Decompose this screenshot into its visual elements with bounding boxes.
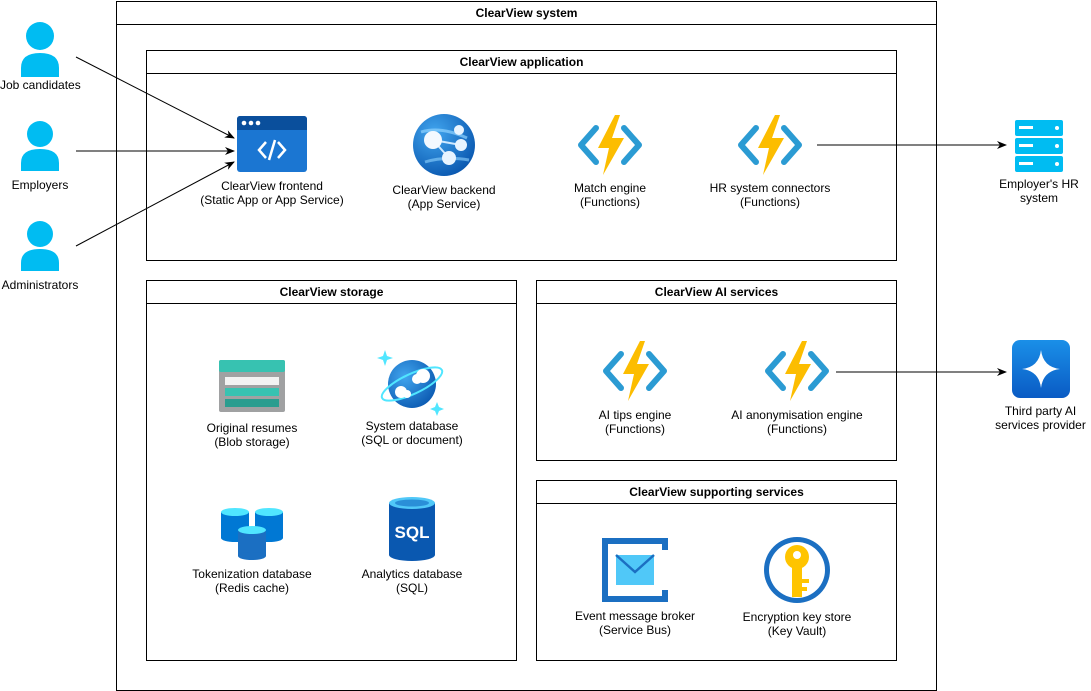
node-sublabel: (Blob storage)	[214, 435, 290, 449]
application-title: ClearView application	[147, 51, 896, 74]
node-label: Event message broker	[574, 609, 696, 623]
node-label: Original resumes	[206, 421, 298, 435]
system-title: ClearView system	[117, 2, 936, 25]
key-vault-icon	[764, 537, 830, 603]
svg-text:SQL: SQL	[395, 523, 430, 542]
node-label: ClearView backend	[392, 183, 496, 197]
service-bus-icon	[602, 538, 668, 602]
actor-label: Job candidates	[0, 78, 81, 92]
user-icon	[21, 121, 59, 171]
actor-label: Employers	[11, 178, 69, 192]
node-label: HR system connectors	[709, 181, 831, 195]
clearview-ai-services-box: ClearView AI services	[536, 280, 897, 461]
analytics-database: SQL Analytics database (SQL)	[342, 496, 482, 595]
storage-title: ClearView storage	[147, 281, 516, 304]
tokenization-database: Tokenization database (Redis cache)	[182, 506, 322, 595]
system-database: System database (SQL or document)	[342, 348, 482, 447]
ai-services-icon	[1011, 340, 1070, 398]
node-label: AI tips engine	[598, 408, 672, 422]
node-label: ClearView frontend	[221, 179, 323, 193]
sql-database-icon: SQL	[389, 497, 435, 561]
clearview-storage-box: ClearView storage	[146, 280, 517, 661]
azure-functions-icon	[578, 115, 642, 175]
user-icon	[21, 221, 59, 271]
azure-functions-icon	[738, 115, 802, 175]
encryption-key-store: Encryption key store (Key Vault)	[727, 535, 867, 638]
node-sublabel: (Functions)	[739, 195, 801, 209]
ai-anonymisation-engine: AI anonymisation engine (Functions)	[717, 340, 877, 436]
node-sublabel: (Redis cache)	[214, 581, 290, 595]
event-message-broker: Event message broker (Service Bus)	[562, 538, 708, 637]
app-service-icon	[413, 114, 475, 176]
node-sublabel: (SQL or document)	[361, 433, 463, 447]
node-sublabel: (Service Bus)	[598, 623, 672, 637]
node-sublabel: (Functions)	[579, 195, 641, 209]
hr-system-connectors: HR system connectors (Functions)	[700, 114, 840, 209]
node-label: System database	[365, 419, 459, 433]
ai-services-title: ClearView AI services	[537, 281, 896, 304]
node-sublabel: (Static App or App Service)	[200, 193, 344, 207]
blob-storage-icon	[219, 360, 285, 412]
clearview-supporting-services-box: ClearView supporting services	[536, 480, 897, 661]
original-resumes: Original resumes (Blob storage)	[182, 360, 322, 449]
match-engine: Match engine (Functions)	[550, 114, 670, 209]
node-label: Analytics database	[361, 567, 463, 581]
external-sublabel: services provider	[995, 418, 1086, 432]
supporting-services-title: ClearView supporting services	[537, 481, 896, 504]
node-sublabel: (SQL)	[395, 581, 428, 595]
actor-employers: Employers	[0, 120, 80, 192]
employers-hr-system: Employer's HR system	[991, 120, 1087, 205]
node-label: Match engine	[573, 181, 647, 195]
azure-functions-icon	[603, 341, 667, 401]
external-label: Third party AI	[1004, 404, 1077, 418]
node-sublabel: (Functions)	[766, 422, 828, 436]
redis-cache-icon	[221, 508, 283, 560]
external-sublabel: system	[1019, 191, 1058, 205]
clearview-backend: ClearView backend (App Service)	[374, 112, 514, 211]
node-label: Tokenization database	[192, 567, 312, 581]
azure-functions-icon	[765, 341, 829, 401]
actor-label: Administrators	[1, 278, 79, 292]
ai-tips-engine: AI tips engine (Functions)	[575, 340, 695, 436]
external-label: Employer's HR	[999, 177, 1079, 191]
cosmos-db-icon	[377, 350, 444, 416]
server-icon	[1015, 120, 1063, 172]
actor-administrators: Administrators	[0, 220, 80, 292]
node-sublabel: (Key Vault)	[767, 624, 827, 638]
node-label: Encryption key store	[742, 610, 852, 624]
user-icon	[21, 22, 59, 77]
node-label: AI anonymisation engine	[731, 408, 863, 422]
node-sublabel: (Functions)	[604, 422, 666, 436]
node-sublabel: (App Service)	[407, 197, 481, 211]
static-web-app-icon	[237, 116, 307, 172]
actor-job-candidates: Job candidates	[0, 20, 81, 92]
third-party-ai-provider: Third party AI services provider	[990, 340, 1091, 432]
clearview-frontend: ClearView frontend (Static App or App Se…	[186, 116, 358, 207]
